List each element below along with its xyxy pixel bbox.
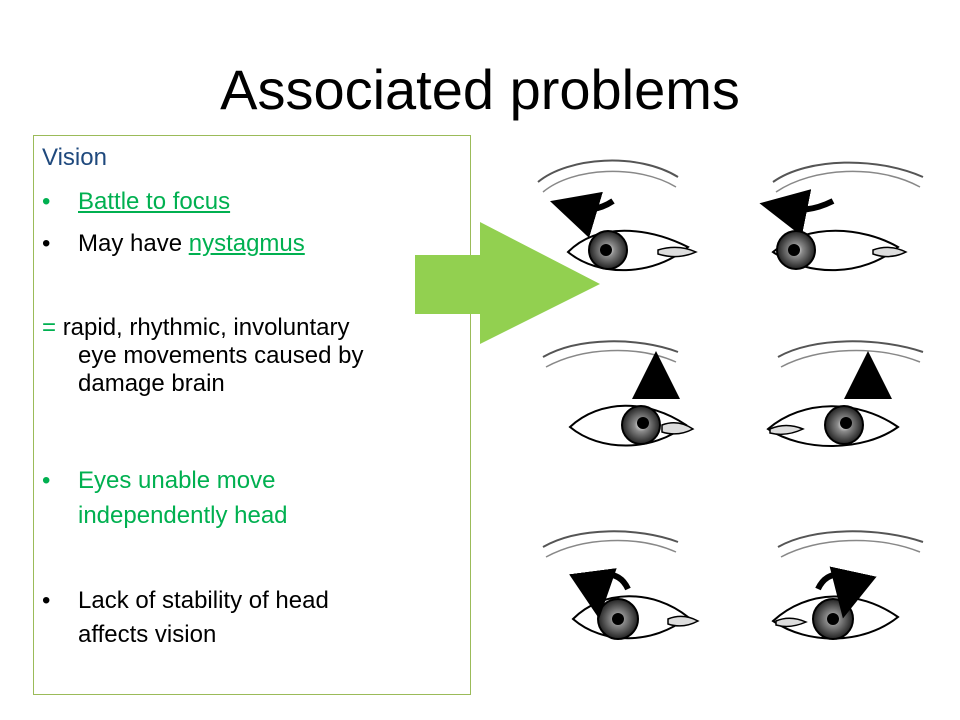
eye-illustration <box>528 152 946 700</box>
definition-block: = rapid, rhythmic, involuntary eye movem… <box>42 314 363 398</box>
eye-pair-row3 <box>542 530 924 640</box>
definition-line2: eye movements caused by <box>78 342 364 369</box>
bullet-text: May have nystagmus <box>78 230 305 258</box>
bullet-dot: • <box>42 467 51 494</box>
bullet-prefix: May have <box>78 230 189 257</box>
bullet-link-text[interactable]: Battle to focus <box>78 188 231 215</box>
bullet-line2: independently head <box>78 502 288 529</box>
bullet-line1: Lack of stability of head <box>78 587 329 614</box>
bullet-line2: affects vision <box>78 621 217 648</box>
bullet-line1: Eyes unable move <box>78 467 276 494</box>
bullet-dot: • <box>42 587 51 614</box>
definition-line1: rapid, rhythmic, involuntary <box>62 314 350 341</box>
section-heading: Vision <box>42 144 107 171</box>
slide-title: Associated problems <box>220 58 740 121</box>
definition-eq: = <box>42 314 63 341</box>
bullet-dot: • <box>42 230 51 257</box>
text-box <box>33 135 471 695</box>
definition-line3: damage brain <box>78 370 225 397</box>
right-arrow-icon <box>415 222 600 344</box>
bullet-dot: • <box>42 188 51 215</box>
eye-pair-row1 <box>537 159 924 272</box>
nystagmus-link[interactable]: nystagmus <box>188 230 305 257</box>
eye-pair-row2 <box>542 340 924 447</box>
